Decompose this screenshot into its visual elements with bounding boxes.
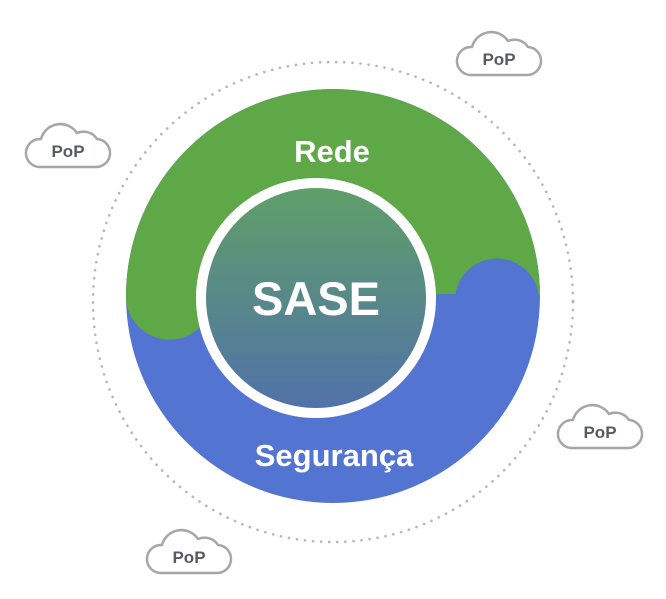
pop-label: PoP <box>482 50 515 69</box>
dotted-boundary <box>91 60 575 544</box>
pop-cloud-top-left: PoP <box>24 122 112 169</box>
rede-label: Rede <box>294 134 370 169</box>
network-segment-end <box>126 252 213 340</box>
pop-label: PoP <box>172 548 205 567</box>
pop-cloud-bottom-left: PoP <box>145 528 233 575</box>
pop-label: PoP <box>51 142 84 161</box>
pop-cloud-top-right: PoP <box>455 30 543 77</box>
pop-cloud-bottom-right: PoP <box>556 403 644 450</box>
core-circle <box>206 188 426 408</box>
pop-label: PoP <box>583 423 616 442</box>
sase-label: SASE <box>252 272 380 325</box>
seguranca-label: Segurança <box>255 438 414 473</box>
